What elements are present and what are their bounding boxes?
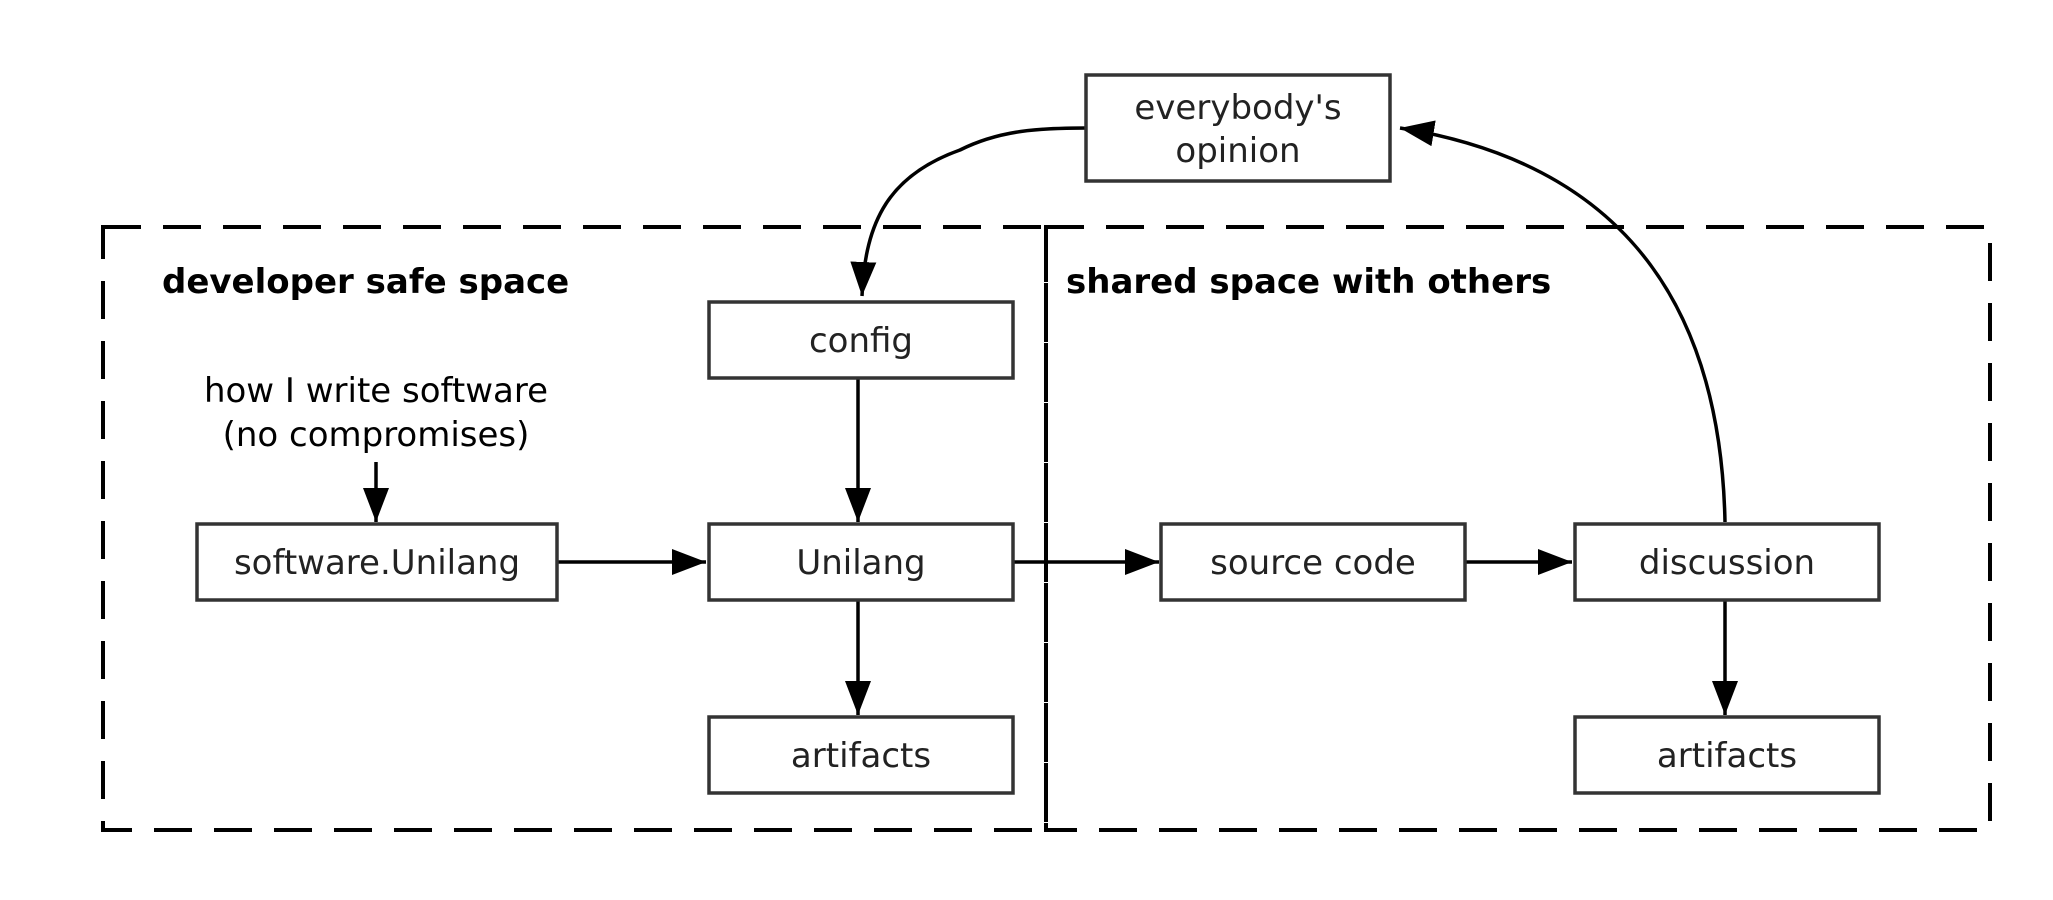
how-i-write-note-line2: (no compromises) — [223, 415, 530, 455]
node-opinion-line2: opinion — [1175, 131, 1300, 171]
node-artifacts-left: artifacts — [707, 715, 1015, 795]
node-artifacts-right: artifacts — [1573, 715, 1881, 795]
node-source-code-label: source code — [1210, 543, 1416, 583]
node-source-code: source code — [1159, 522, 1467, 602]
node-discussion-label: discussion — [1639, 543, 1815, 583]
node-unilang: Unilang — [707, 522, 1015, 602]
edge-discussion-to-opinion — [1399, 120, 1727, 523]
node-artifacts-right-label: artifacts — [1657, 736, 1797, 776]
node-config: config — [707, 300, 1015, 380]
edge-opinion-to-config — [850, 126, 1087, 297]
shared-space-label: shared space with others — [1066, 262, 1551, 302]
node-opinion-line1: everybody's — [1134, 88, 1341, 128]
node-opinion: everybody's opinion — [1084, 73, 1392, 183]
node-software-unilang: software.Unilang — [195, 522, 559, 602]
node-config-label: config — [809, 321, 913, 361]
shared-space-region — [1044, 225, 1992, 832]
node-unilang-label: Unilang — [796, 543, 925, 583]
developer-safe-space-region — [101, 225, 1048, 832]
node-discussion: discussion — [1573, 522, 1881, 602]
developer-safe-space-label: developer safe space — [162, 262, 569, 302]
node-artifacts-left-label: artifacts — [791, 736, 931, 776]
how-i-write-note-line1: how I write software — [204, 371, 548, 411]
node-software-unilang-label: software.Unilang — [234, 543, 520, 583]
